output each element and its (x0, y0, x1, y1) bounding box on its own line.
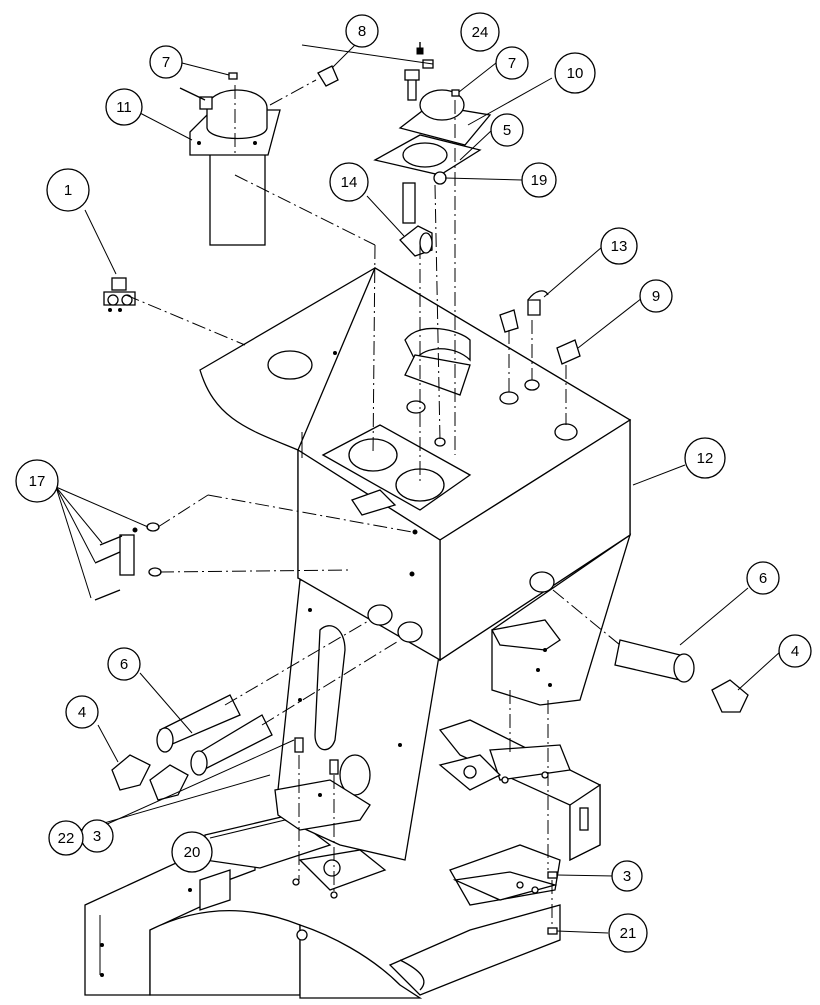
svg-text:1: 1 (64, 182, 72, 199)
svg-text:13: 13 (611, 238, 628, 255)
callout-21: 21 (608, 913, 648, 953)
callout-7-left: 7 (149, 45, 183, 79)
svg-text:14: 14 (341, 174, 358, 191)
svg-text:11: 11 (116, 99, 132, 116)
assembly-centerlines (125, 79, 621, 925)
filter-assembly (179, 87, 281, 246)
callout-7-right: 7 (495, 46, 529, 80)
callout-3-left: 3 (80, 819, 114, 853)
callout-1: 1 (46, 168, 90, 212)
svg-text:7: 7 (508, 55, 516, 72)
callout-8: 8 (345, 14, 379, 48)
callout-6-left: 6 (107, 647, 141, 681)
callout-12: 12 (684, 437, 726, 479)
callout-20: 20 (171, 831, 213, 873)
callout-3-right: 3 (611, 860, 643, 892)
svg-text:20: 20 (184, 844, 201, 861)
callout-4-right: 4 (778, 634, 812, 668)
callout-14: 14 (329, 162, 369, 202)
suction-strainer-left (156, 694, 273, 776)
hydraulic-tank (199, 267, 632, 662)
svg-text:4: 4 (791, 643, 799, 660)
fittings (94, 59, 749, 935)
svg-text:12: 12 (697, 450, 714, 467)
suction-strainer-right (614, 639, 695, 683)
callout-13: 13 (600, 227, 638, 265)
leader-lines (55, 44, 782, 934)
svg-text:4: 4 (78, 704, 86, 721)
svg-text:6: 6 (759, 570, 767, 587)
callout-11: 11 (105, 88, 143, 126)
callout-22: 22 (48, 820, 84, 856)
level-sender (103, 277, 136, 312)
svg-text:3: 3 (93, 828, 101, 845)
svg-text:5: 5 (503, 122, 511, 139)
callout-19: 19 (521, 162, 557, 198)
callout-4-left: 4 (65, 695, 99, 729)
callout-5: 5 (490, 113, 524, 147)
callout-24: 24 (460, 12, 500, 52)
svg-text:9: 9 (652, 288, 660, 305)
svg-text:6: 6 (120, 656, 128, 673)
svg-text:24: 24 (472, 24, 489, 41)
mount-bracket (94, 522, 162, 601)
svg-text:22: 22 (58, 830, 75, 847)
callout-17: 17 (15, 459, 59, 503)
svg-text:8: 8 (358, 23, 366, 40)
svg-text:19: 19 (531, 172, 548, 189)
breather-assembly (373, 42, 492, 224)
callout-10: 10 (554, 52, 596, 94)
callout-6-right: 6 (746, 561, 780, 595)
svg-text:3: 3 (623, 868, 631, 885)
callout-9: 9 (639, 279, 673, 313)
svg-text:7: 7 (162, 54, 170, 71)
svg-text:21: 21 (620, 925, 637, 942)
callout-bubbles: 1 3 3 4 4 5 6 6 7 7 8 9 10 11 12 13 14 1… (15, 12, 812, 953)
svg-text:17: 17 (29, 473, 46, 490)
svg-text:10: 10 (567, 65, 584, 82)
